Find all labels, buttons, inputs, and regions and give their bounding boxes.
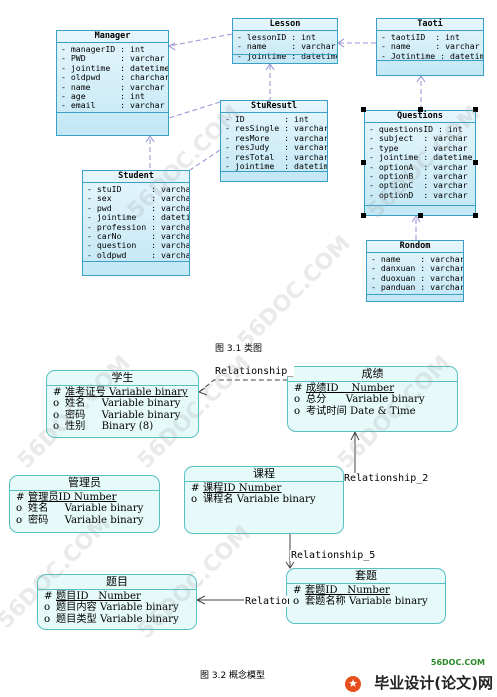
class-sturesult-title: StuResutl <box>221 101 327 113</box>
relationship-label-6: Relationship_6 <box>244 596 289 607</box>
relationship-label-1: Relationship_ <box>214 366 295 377</box>
entity-student-title: 学生 <box>111 371 134 384</box>
selection-handle[interactable] <box>361 213 366 218</box>
selection-handle[interactable] <box>473 213 478 218</box>
class-questions-fields: - questionsID : int - subject : varchar … <box>369 124 473 200</box>
relationship-label-2: Relationship_2 <box>344 473 430 484</box>
class-lesson-title: Lesson <box>233 19 337 31</box>
class-sturesult-fields: - ID : int - resSingle : varchar - resMo… <box>225 114 327 172</box>
entity-row: #准考证号 Variable binary <box>53 387 188 398</box>
class-sturesult[interactable]: StuResutl - ID : int - resSingle : varch… <box>220 100 328 182</box>
entity-row: #课程ID Number <box>191 483 282 494</box>
class-student-title: Student <box>83 171 189 183</box>
selection-handle[interactable] <box>473 107 478 112</box>
selection-handle[interactable] <box>361 107 366 112</box>
entity-row: #套题ID Number <box>293 585 390 596</box>
site-url[interactable]: 56DOC.COM <box>430 658 485 667</box>
class-student-fields: - stuID : varchar - sex : varchar - pwd … <box>87 184 189 260</box>
entity-course-title: 课程 <box>253 467 275 480</box>
selection-handle[interactable] <box>418 213 423 218</box>
selection-handle[interactable] <box>361 160 366 165</box>
class-rondom-title: Rondom <box>367 241 463 253</box>
class-manager-title: Manager <box>57 31 168 43</box>
class-lesson[interactable]: Lesson - lessonID : int - name : varchar… <box>232 18 338 64</box>
class-taoti-fields: - taotiID : int - name : varchar - Jotin… <box>381 32 483 61</box>
class-manager-fields: - managerID : int - PWD : varchar - join… <box>61 44 168 111</box>
entity-row: #成绩ID Number <box>294 383 395 394</box>
class-rondom-fields: - name : varchar - danxuan : varchar - d… <box>371 254 463 293</box>
entity-set-title: 套题 <box>355 569 377 582</box>
site-title[interactable]: 毕业设计(论文)网 <box>374 674 493 692</box>
class-questions-title: Questions <box>365 111 475 123</box>
site-logo-icon: ★ <box>345 676 361 692</box>
entity-admin-title: 管理员 <box>68 476 101 489</box>
class-lesson-fields: - lessonID : int - name : varchar - join… <box>237 32 337 61</box>
relationship-label-5: Relationship_5 <box>290 550 377 561</box>
entity-score-title: 成绩 <box>361 367 384 380</box>
selection-handle[interactable] <box>473 160 478 165</box>
figure-caption-class-diagram: 图 3.1 类图 <box>215 344 263 354</box>
selection-handle[interactable] <box>418 107 423 112</box>
figure-caption-concept-model: 图 3.2 概念模型 <box>200 671 266 681</box>
entity-question-title: 题目 <box>106 575 128 588</box>
assoc-lesson-manager <box>168 33 233 47</box>
class-questions[interactable]: Questions - questionsID : int - subject … <box>364 110 476 216</box>
watermark: 56DOC.COM <box>232 231 356 354</box>
class-rondom[interactable]: Rondom - name : varchar - danxuan : varc… <box>366 240 464 302</box>
entity-row: #管理员ID Number <box>16 492 117 503</box>
class-taoti-title: Taoti <box>377 19 483 31</box>
class-taoti[interactable]: Taoti - taotiID : int - name : varchar -… <box>376 18 484 76</box>
entity-row: #题目ID Number <box>44 591 141 602</box>
class-student[interactable]: Student - stuID : varchar - sex : varcha… <box>82 170 190 276</box>
class-manager[interactable]: Manager - managerID : int - PWD : varcha… <box>56 30 169 136</box>
